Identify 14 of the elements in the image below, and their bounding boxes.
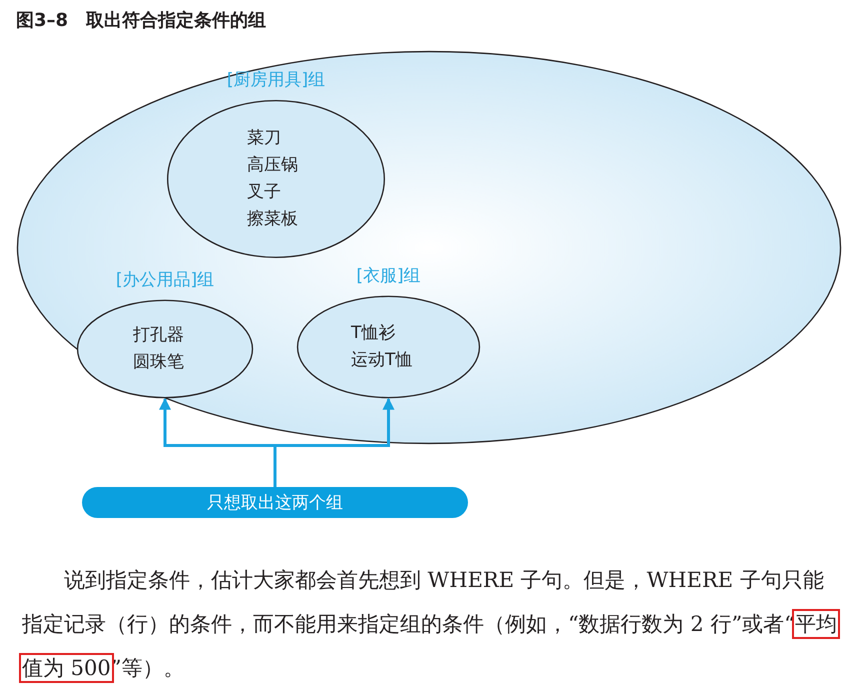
group-heading: [衣服]组 (355, 265, 422, 287)
group-heading: [厨房用具]组 (226, 69, 326, 91)
item-text: 擦菜板 (247, 208, 298, 231)
group-heading: [办公用品]组 (114, 269, 216, 291)
item-text: T恤衫 (351, 322, 396, 345)
item-text: 叉子 (247, 181, 281, 204)
item-text: 圆珠笔 (133, 351, 184, 374)
item-text: 菜刀 (247, 127, 281, 150)
item-text: 运动T恤 (351, 349, 412, 372)
callout-pill: 只想取出这两个组 (82, 487, 468, 518)
item-text: 高压锅 (247, 154, 298, 177)
figure-title: 图3–8 取出符合指定条件的组 (16, 9, 266, 32)
outer-ellipse (15, 50, 843, 445)
item-text: 打孔器 (133, 324, 184, 347)
